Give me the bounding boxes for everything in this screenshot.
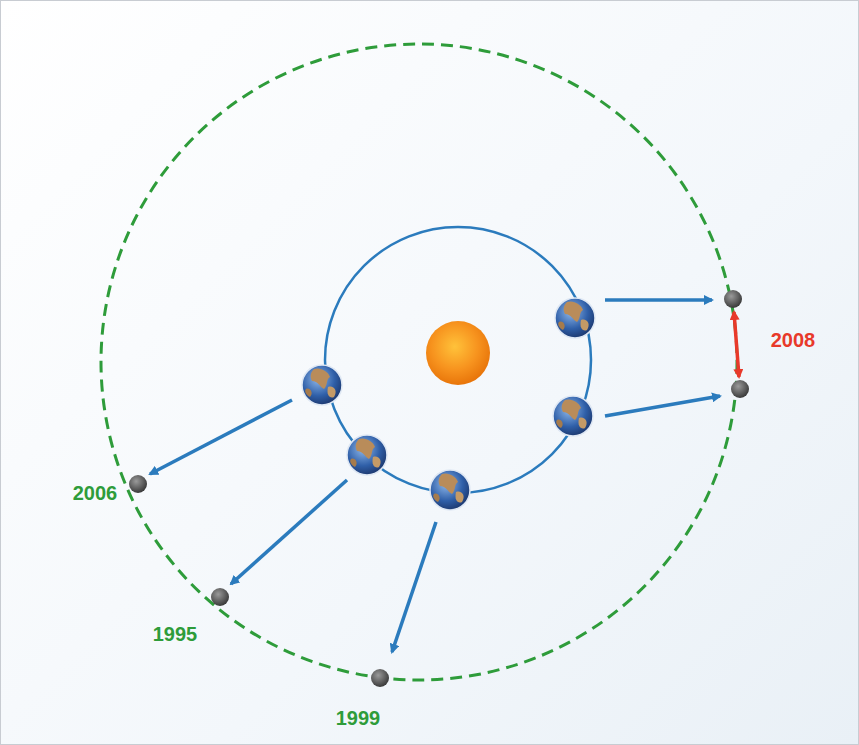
year-label: 2008	[771, 329, 816, 352]
year-label: 1999	[336, 707, 381, 730]
year-label: 1995	[153, 623, 198, 646]
year-label: 2006	[73, 482, 118, 505]
